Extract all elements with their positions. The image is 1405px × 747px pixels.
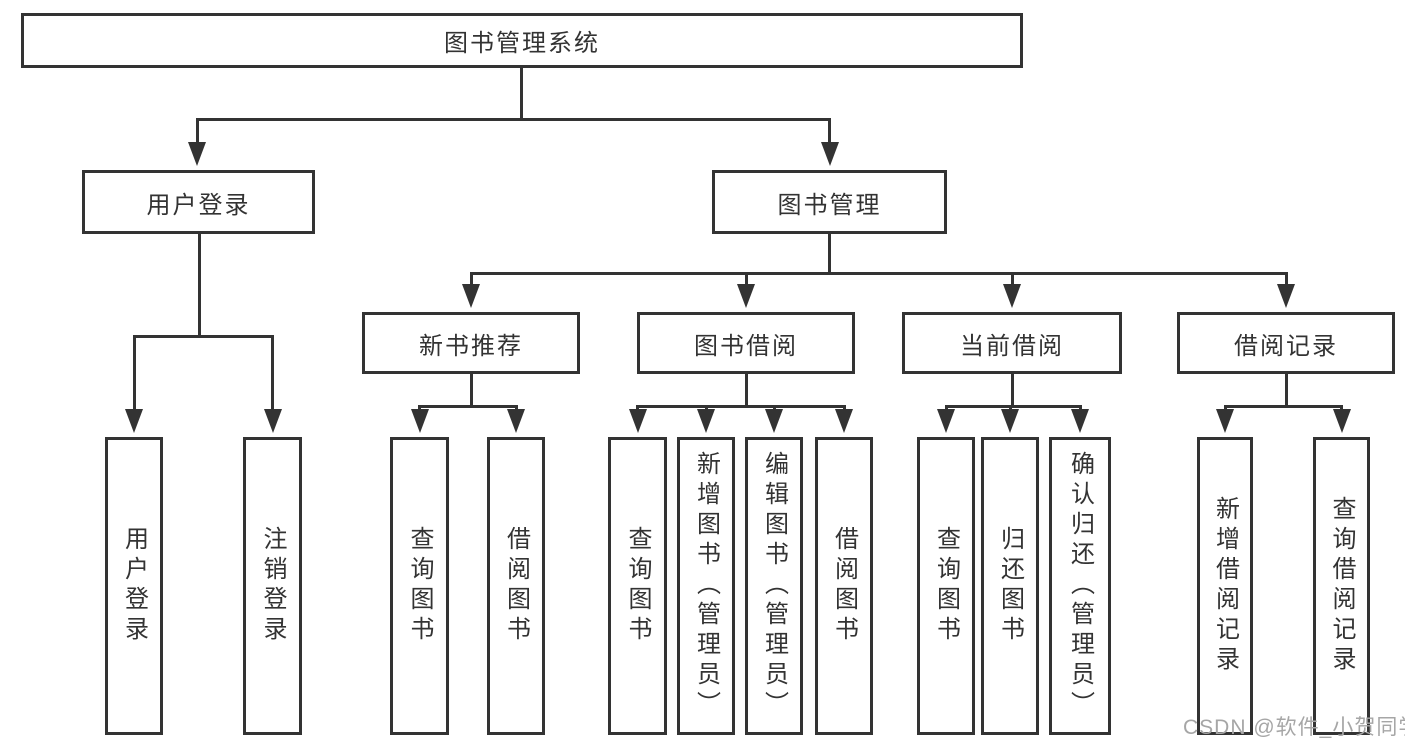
leaf-label: 借阅图书	[502, 526, 530, 646]
node-book-mgmt-label: 图书管理	[777, 191, 882, 219]
connector-branch-login-leaf	[133, 335, 136, 411]
connector-records-stem	[1285, 374, 1288, 405]
connector-branch-book-mgmt	[828, 118, 831, 146]
leaf-confirm-return-admin: 确认归还（管理员）	[1049, 437, 1111, 735]
leaf-label: 查询借阅记录	[1328, 496, 1355, 676]
arrowhead-icon	[125, 409, 143, 433]
connector-branch-user-login	[196, 118, 199, 146]
leaf-query-books-1: 查询图书	[390, 437, 449, 735]
connector-root-crossbar	[196, 118, 831, 121]
leaf-edit-books-admin: 编辑图书（管理员）	[745, 437, 803, 735]
leaf-add-borrow-record: 新增借阅记录	[1197, 437, 1253, 735]
arrowhead-icon	[1003, 284, 1021, 308]
leaf-add-books-admin: 新增图书（管理员）	[677, 437, 735, 735]
connector-branch-logout-leaf	[271, 335, 274, 411]
arrowhead-icon	[835, 409, 853, 433]
connector-borrow-stem	[745, 374, 748, 405]
leaf-label: 查询图书	[406, 526, 433, 646]
node-user-login-label: 用户登录	[146, 191, 251, 219]
arrowhead-icon	[1333, 409, 1351, 433]
connector-branch-new-books	[470, 272, 473, 290]
leaf-label: 编辑图书（管理员）	[760, 451, 788, 721]
arrowhead-icon	[765, 409, 783, 433]
node-borrow-label: 图书借阅	[694, 332, 798, 360]
connector-book-mgmt-stem	[828, 233, 831, 272]
leaf-logout: 注销登录	[243, 437, 302, 735]
leaf-borrow-books-2: 借阅图书	[815, 437, 873, 735]
node-borrow: 图书借阅	[637, 312, 855, 374]
node-user-login: 用户登录	[82, 170, 315, 234]
node-current: 当前借阅	[902, 312, 1122, 374]
leaf-label: 归还图书	[996, 526, 1024, 646]
leaf-label: 用户登录	[120, 526, 148, 646]
node-book-mgmt: 图书管理	[712, 170, 947, 234]
node-root: 图书管理系统	[21, 13, 1023, 68]
node-new-books-label: 新书推荐	[419, 332, 523, 360]
node-current-label: 当前借阅	[960, 332, 1064, 360]
arrowhead-icon	[1071, 409, 1089, 433]
node-new-books: 新书推荐	[362, 312, 580, 374]
connector-user-login-crossbar	[133, 335, 274, 338]
leaf-label: 注销登录	[259, 526, 286, 646]
connector-new-books-crossbar	[418, 405, 518, 408]
leaf-query-borrow-record: 查询借阅记录	[1313, 437, 1370, 735]
leaf-label: 新增图书（管理员）	[692, 451, 720, 721]
node-root-label: 图书管理系统	[444, 30, 600, 57]
arrowhead-icon	[462, 284, 480, 308]
leaf-return-books: 归还图书	[981, 437, 1039, 735]
arrowhead-icon	[1216, 409, 1234, 433]
watermark: CSDN @软件_小贺同学	[1183, 716, 1405, 739]
leaf-label: 查询图书	[932, 526, 960, 646]
connector-new-books-stem	[470, 374, 473, 405]
arrowhead-icon	[697, 409, 715, 433]
leaf-user-login: 用户登录	[105, 437, 163, 735]
arrowhead-icon	[507, 409, 525, 433]
arrowhead-icon	[821, 142, 839, 166]
leaf-label: 借阅图书	[830, 526, 858, 646]
connector-branch-current	[1011, 272, 1014, 290]
connector-branch-records	[1285, 272, 1288, 290]
arrowhead-icon	[629, 409, 647, 433]
node-records-label: 借阅记录	[1234, 332, 1338, 360]
leaf-label: 查询图书	[624, 526, 651, 646]
connector-current-stem	[1011, 374, 1014, 405]
leaf-label: 新增借阅记录	[1211, 496, 1239, 676]
arrowhead-icon	[264, 409, 282, 433]
connector-user-login-stem	[198, 233, 201, 335]
node-records: 借阅记录	[1177, 312, 1395, 374]
arrowhead-icon	[1001, 409, 1019, 433]
arrowhead-icon	[937, 409, 955, 433]
connector-branch-borrow	[745, 272, 748, 290]
connector-current-crossbar	[945, 405, 1082, 408]
leaf-label: 确认归还（管理员）	[1066, 451, 1094, 721]
connector-book-mgmt-crossbar	[470, 272, 1288, 275]
connector-root-stem	[520, 68, 523, 118]
arrowhead-icon	[411, 409, 429, 433]
leaf-borrow-books-1: 借阅图书	[487, 437, 545, 735]
arrowhead-icon	[737, 284, 755, 308]
arrowhead-icon	[188, 142, 206, 166]
connector-borrow-crossbar	[636, 405, 846, 408]
leaf-query-books-2: 查询图书	[608, 437, 667, 735]
connector-records-crossbar	[1224, 405, 1343, 408]
arrowhead-icon	[1277, 284, 1295, 308]
leaf-query-books-3: 查询图书	[917, 437, 975, 735]
